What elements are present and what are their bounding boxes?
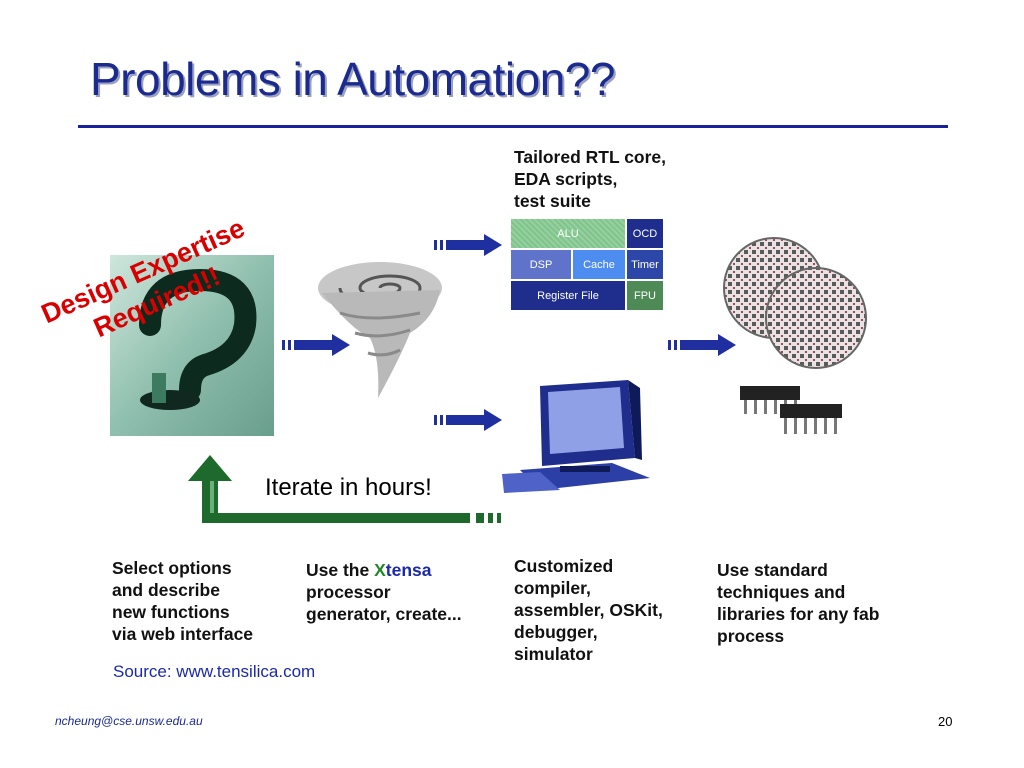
dsp-cell: DSP: [511, 250, 571, 279]
caption-line: Use the Xtensa: [306, 559, 462, 581]
footer-email: ncheung@cse.unsw.edu.au: [55, 714, 203, 728]
caption-line: and describe: [112, 580, 220, 600]
select-options-caption: Select options and describe new function…: [112, 557, 253, 645]
fab-caption: Use standard techniques and libraries fo…: [717, 559, 879, 647]
caption-line: compiler,: [514, 578, 591, 598]
cache-cell: Cache: [573, 250, 625, 279]
arrow-right-icon: [282, 334, 350, 356]
tornado-icon: [318, 262, 442, 398]
timer-cell: Timer: [627, 250, 663, 279]
tools-caption: Customized compiler, assembler, OSKit, d…: [514, 555, 663, 665]
title-divider: [78, 125, 948, 128]
caption-line: libraries for any fab: [717, 604, 880, 624]
iterate-label: Iterate in hours!: [265, 474, 432, 501]
ic-chip-icon: [740, 386, 842, 434]
alu-cell: ALU: [511, 219, 625, 248]
caption-line: techniques and: [717, 582, 846, 602]
caption-line: new functions: [112, 602, 230, 622]
caption-line: Select options: [112, 558, 232, 578]
question-mark-photo-icon: [110, 255, 274, 436]
caption-line: debugger,: [514, 622, 598, 642]
caption-line: Use standard: [717, 560, 828, 580]
silicon-wafer-icon: [723, 237, 867, 369]
caption-line: processor: [306, 582, 391, 602]
computer-icon: [502, 380, 650, 493]
caption-line: assembler, OSKit,: [514, 600, 663, 620]
page-number: 20: [938, 714, 953, 729]
source-link[interactable]: Source: www.tensilica.com: [113, 662, 316, 681]
arrow-right-icon: [668, 334, 736, 356]
slide-title: Problems in Automation??: [90, 53, 615, 105]
rtl-caption-line: test suite: [514, 191, 591, 211]
arrow-right-icon: [434, 234, 502, 256]
ocd-cell: OCD: [627, 219, 663, 248]
xtensa-x-letter: X: [374, 560, 386, 580]
caption-line: simulator: [514, 644, 593, 664]
rtl-caption: Tailored RTL core, EDA scripts, test sui…: [514, 146, 666, 212]
processor-block: ALU OCD DSP Cache Timer Register File FP…: [511, 219, 663, 310]
fpu-cell: FPU: [627, 281, 663, 310]
register-file-cell: Register File: [511, 281, 625, 310]
rtl-caption-line: Tailored RTL core,: [514, 147, 667, 167]
xtensa-brand: tensa: [385, 560, 432, 580]
caption-line: via web interface: [112, 624, 254, 644]
rtl-caption-line: EDA scripts,: [514, 169, 618, 189]
caption-text: Use the: [306, 560, 375, 580]
caption-line: generator, create...: [306, 604, 462, 624]
feedback-arrow-icon: [188, 455, 501, 523]
caption-line: process: [717, 626, 785, 646]
caption-line: Customized: [514, 556, 614, 576]
arrow-right-icon: [434, 409, 502, 431]
xtensa-caption: Use the Xtensa processor generator, crea…: [306, 559, 462, 625]
